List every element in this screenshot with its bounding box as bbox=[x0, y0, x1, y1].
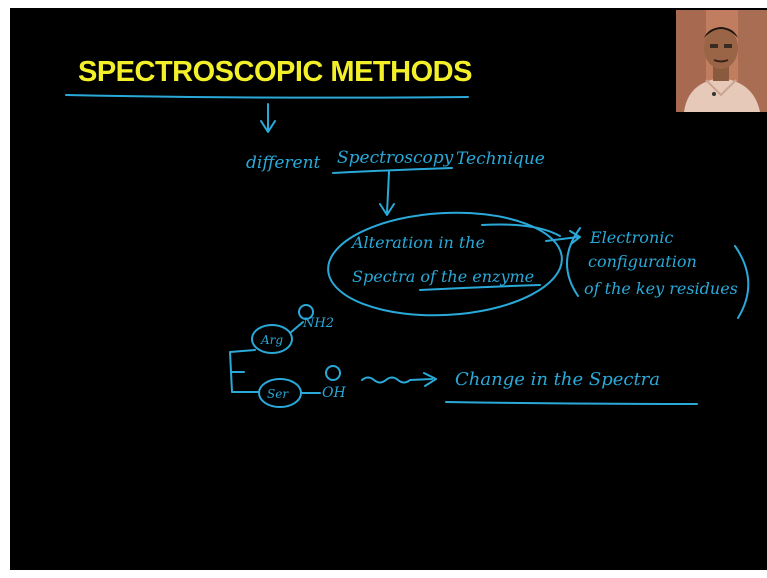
note-technique: Technique bbox=[456, 149, 545, 169]
note-different: different bbox=[246, 153, 321, 173]
note-change-spectra: Change in the Spectra bbox=[455, 369, 660, 390]
spectroscopy-underline bbox=[332, 167, 453, 174]
note-alteration: Alteration in the bbox=[350, 233, 485, 252]
blackboard bbox=[10, 8, 767, 570]
arrow-down-1 bbox=[260, 103, 276, 133]
change-underline bbox=[445, 401, 698, 405]
oval-outline bbox=[327, 211, 563, 317]
arg-circle bbox=[251, 324, 293, 354]
arrow-down-2 bbox=[379, 171, 395, 216]
arg-lone-pair bbox=[298, 304, 314, 320]
arg-nh2: NH2 bbox=[302, 316, 334, 331]
note-spectroscopy: Spectroscopy bbox=[337, 148, 454, 168]
wavy-arrow bbox=[361, 372, 437, 387]
slide-title: SPECTROSCOPIC METHODS bbox=[78, 56, 472, 88]
residue-arg: Arg bbox=[260, 333, 283, 347]
left-paren bbox=[566, 227, 581, 297]
ser-oh: OH bbox=[322, 385, 346, 401]
note-spectra-enzyme: Spectra of the enzyme bbox=[352, 267, 534, 286]
note-electronic: Electronic bbox=[589, 228, 673, 247]
residue-bracket bbox=[229, 349, 259, 393]
ser-lone-pair bbox=[325, 365, 341, 381]
right-paren bbox=[734, 245, 750, 319]
arrow-right-1 bbox=[545, 230, 581, 245]
oval-stroke-tail bbox=[481, 223, 561, 237]
arg-bond bbox=[289, 321, 304, 334]
presenter-webcam bbox=[676, 10, 767, 112]
residue-ser: Ser bbox=[267, 387, 289, 401]
enzyme-underline bbox=[419, 284, 541, 291]
title-underline bbox=[65, 94, 469, 99]
presenter-icon bbox=[676, 10, 767, 112]
note-key-residues: of the key residues bbox=[584, 279, 738, 298]
note-configuration: configuration bbox=[588, 252, 697, 271]
